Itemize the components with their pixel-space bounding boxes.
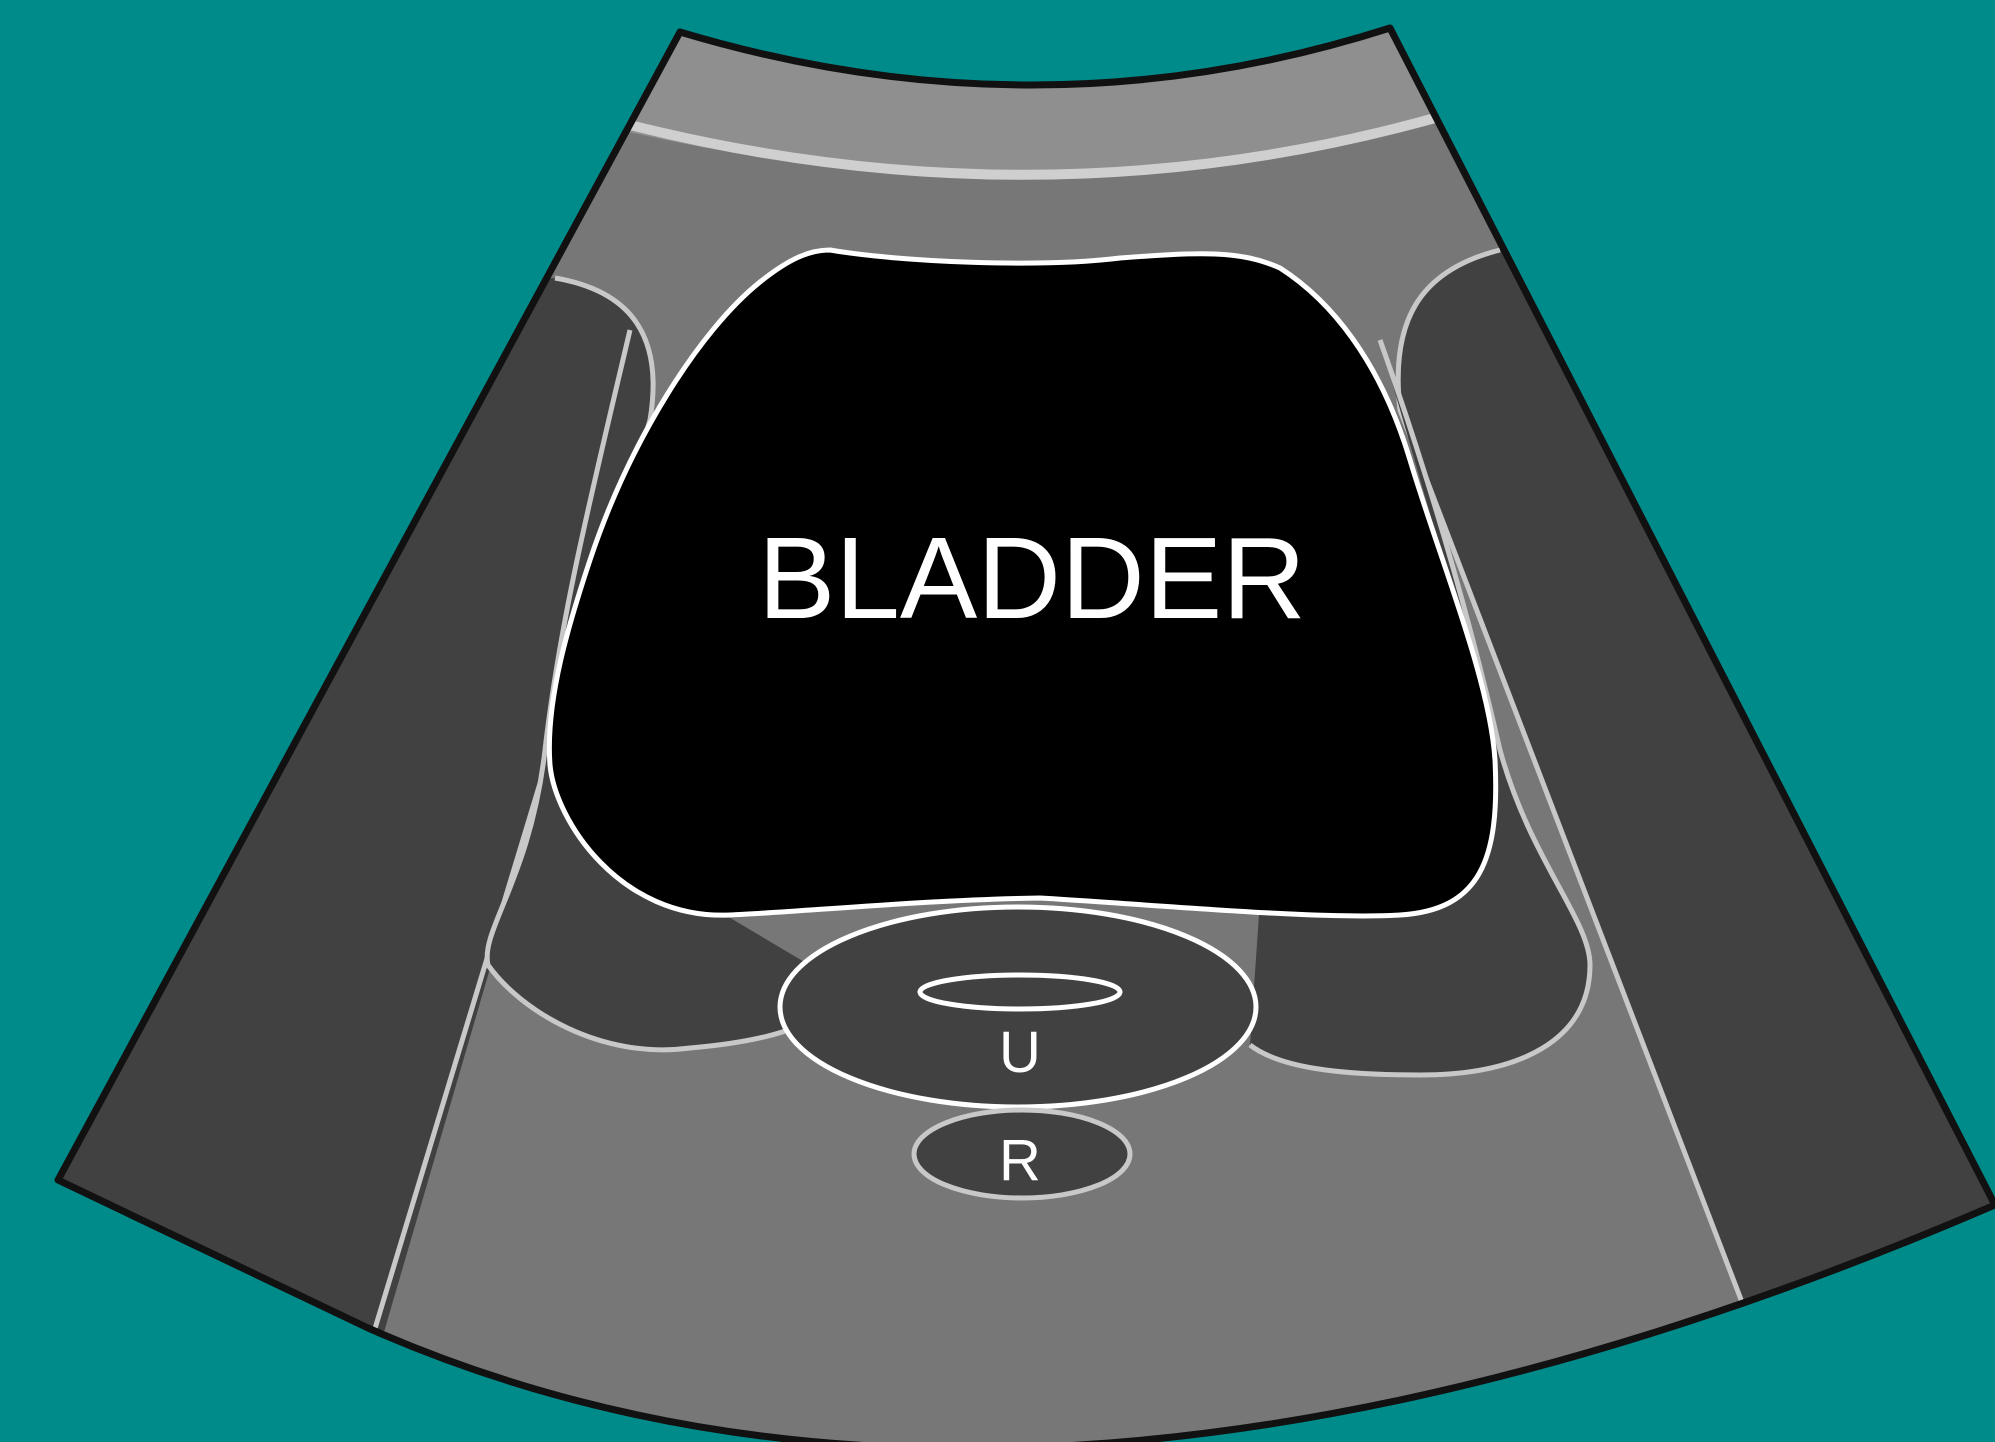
endometrial-stripe bbox=[920, 975, 1120, 1009]
rectum-label: R bbox=[999, 1128, 1041, 1193]
uterus-label: U bbox=[999, 1020, 1041, 1085]
bladder-label: BLADDER bbox=[758, 513, 1306, 643]
